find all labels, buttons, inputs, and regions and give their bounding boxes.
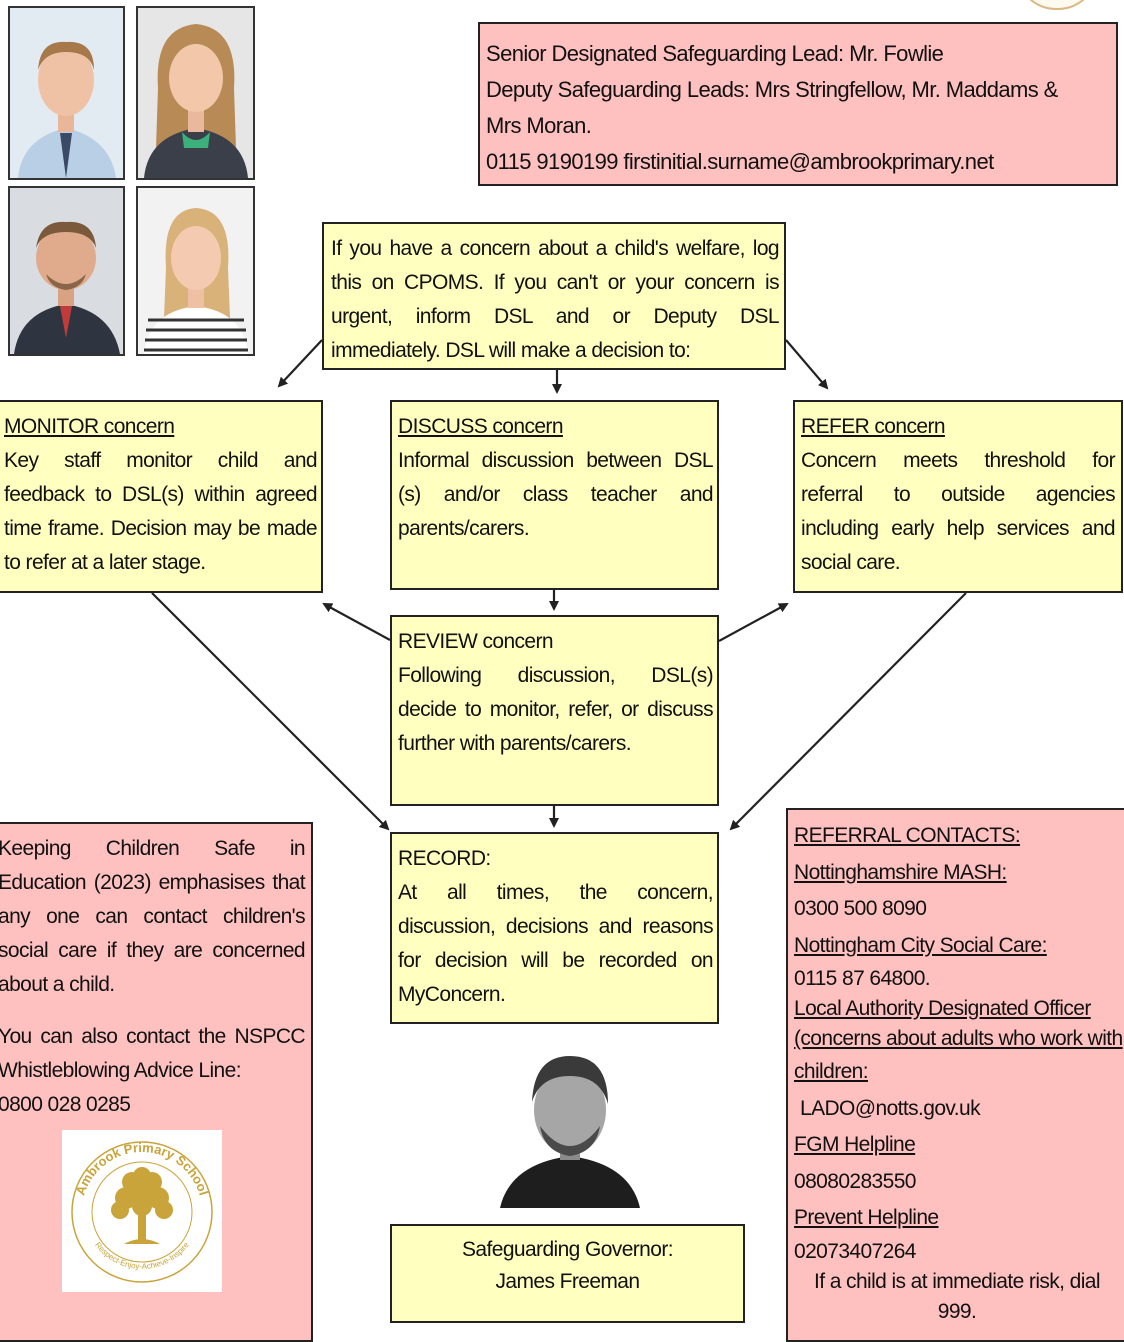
spacer	[0, 1002, 305, 1020]
monitor-box: MONITOR concern Key staff monitor child …	[0, 400, 323, 593]
deputy-dsl-text-cont: Mrs Moran.	[486, 113, 592, 138]
tree-logo-icon: Ambrook Primary School Respect-Enjoy-Ach…	[71, 1140, 213, 1283]
review-title: REVIEW concern	[398, 630, 554, 653]
lado-label-cont: (concerns about adults who work with	[794, 1027, 1123, 1050]
refer-title: REFER concern	[801, 415, 946, 438]
fgm-phone: 08080283550	[794, 1169, 916, 1193]
arrow-review-to-refer	[718, 603, 789, 642]
arrow-concern-to-refer	[785, 339, 829, 390]
review-text: Following discussion, DSL(s) decide to m…	[398, 664, 714, 755]
person-portrait-icon	[10, 188, 123, 354]
staff-photo-mr-maddams	[8, 186, 125, 356]
arrow-concern-to-monitor	[277, 339, 323, 388]
lado-email: LADO@notts.gov.uk	[800, 1096, 981, 1120]
refer-box: REFER concern Concern meets threshold fo…	[793, 400, 1123, 593]
kcsie-box: Keeping Children Safe in Education (2023…	[0, 822, 313, 1342]
city-care-label: Nottingham City Social Care:	[794, 933, 1047, 957]
svg-text:Respect-Enjoy-Achieve-Inspire: Respect-Enjoy-Achieve-Inspire	[93, 1240, 191, 1271]
staff-photo-mrs-moran	[136, 186, 255, 356]
senior-dsl-text: Senior Designated Safeguarding Lead: Mr.…	[486, 41, 944, 66]
monitor-text: Key staff monitor child and feedback to …	[4, 449, 318, 574]
person-portrait-icon	[138, 188, 253, 354]
staff-photo-mr-fowlie	[8, 6, 125, 180]
prevent-label: Prevent Helpline	[794, 1206, 939, 1229]
deputy-dsl-text: Deputy Safeguarding Leads: Mrs Stringfel…	[486, 77, 1058, 102]
arrow-monitor-to-record	[151, 592, 390, 831]
person-portrait-icon	[500, 1056, 640, 1208]
risk-text-cont: 999.	[937, 1299, 977, 1323]
discuss-text: Informal discussion between DSL (s) and/…	[398, 449, 714, 540]
city-care-phone: 0115 87 64800.	[794, 967, 931, 990]
contact-text: 0115 9190199 firstinitial.surname@ambroo…	[486, 149, 994, 174]
record-box: RECORD: At all times, the concern, discu…	[390, 832, 719, 1024]
record-title: RECORD:	[398, 847, 491, 870]
person-portrait-icon	[10, 8, 123, 178]
refer-text: Concern meets threshold for referral to …	[801, 449, 1116, 574]
discuss-box: DISCUSS concern Informal discussion betw…	[390, 400, 719, 590]
lado-label: Local Authority Designated Officer	[794, 997, 1091, 1020]
governor-photo	[490, 1046, 650, 1208]
arrow-review-to-monitor	[322, 603, 391, 641]
kcsie-text: Keeping Children Safe in Education (2023…	[0, 837, 306, 996]
mash-label: Nottinghamshire MASH:	[794, 860, 1007, 884]
person-portrait-icon	[138, 8, 253, 178]
discuss-title: DISCUSS concern	[398, 415, 564, 438]
concern-text: If you have a concern about a child's we…	[331, 237, 780, 362]
nspcc-text: You can also contact the NSPCC Whistlebl…	[0, 1025, 306, 1082]
referral-contacts-box: REFERRAL CONTACTS: Nottinghamshire MASH:…	[786, 808, 1124, 1342]
concern-box: If you have a concern about a child's we…	[322, 222, 786, 370]
referral-title: REFERRAL CONTACTS:	[794, 824, 1021, 847]
monitor-title: MONITOR concern	[4, 415, 175, 438]
governor-role: Safeguarding Governor:	[462, 1238, 674, 1261]
logo-bottom-text: Respect-Enjoy-Achieve-Inspire	[93, 1240, 191, 1271]
safeguarding-leads-box: Senior Designated Safeguarding Lead: Mr.…	[478, 22, 1118, 186]
governor-box: Safeguarding Governor: James Freeman	[390, 1224, 745, 1323]
record-text: At all times, the concern, discussion, d…	[398, 881, 714, 1006]
governor-name: James Freeman	[495, 1270, 641, 1293]
review-box: REVIEW concern Following discussion, DSL…	[390, 615, 719, 806]
fgm-label: FGM Helpline	[794, 1133, 916, 1156]
lado-label-end: children:	[794, 1060, 869, 1083]
risk-text: If a child is at immediate risk, dial	[814, 1269, 1101, 1293]
arrow-refer-to-record	[729, 592, 967, 831]
mash-phone: 0300 500 8090	[794, 897, 927, 920]
staff-photo-mrs-stringfellow	[136, 6, 255, 180]
prevent-phone: 02073407264	[794, 1239, 916, 1263]
logo-partial	[1016, 0, 1098, 10]
nspcc-phone: 0800 028 0285	[0, 1093, 131, 1116]
school-logo: Ambrook Primary School Respect-Enjoy-Ach…	[62, 1130, 222, 1292]
